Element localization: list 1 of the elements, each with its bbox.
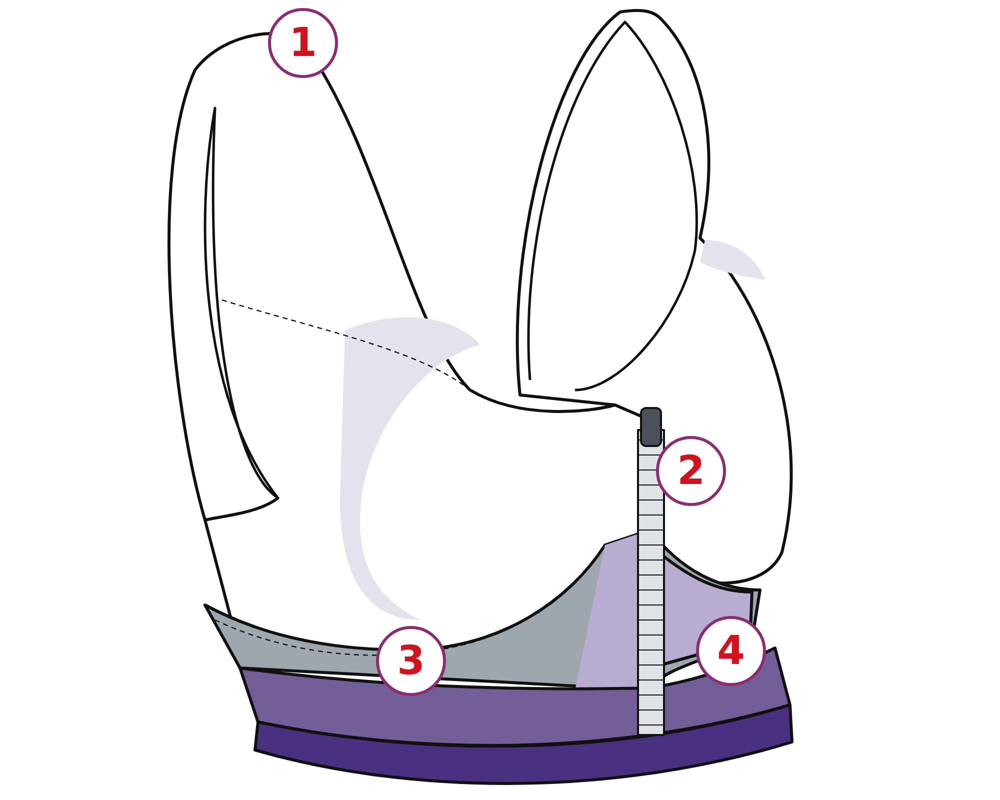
callout-number: 1 — [268, 8, 338, 78]
